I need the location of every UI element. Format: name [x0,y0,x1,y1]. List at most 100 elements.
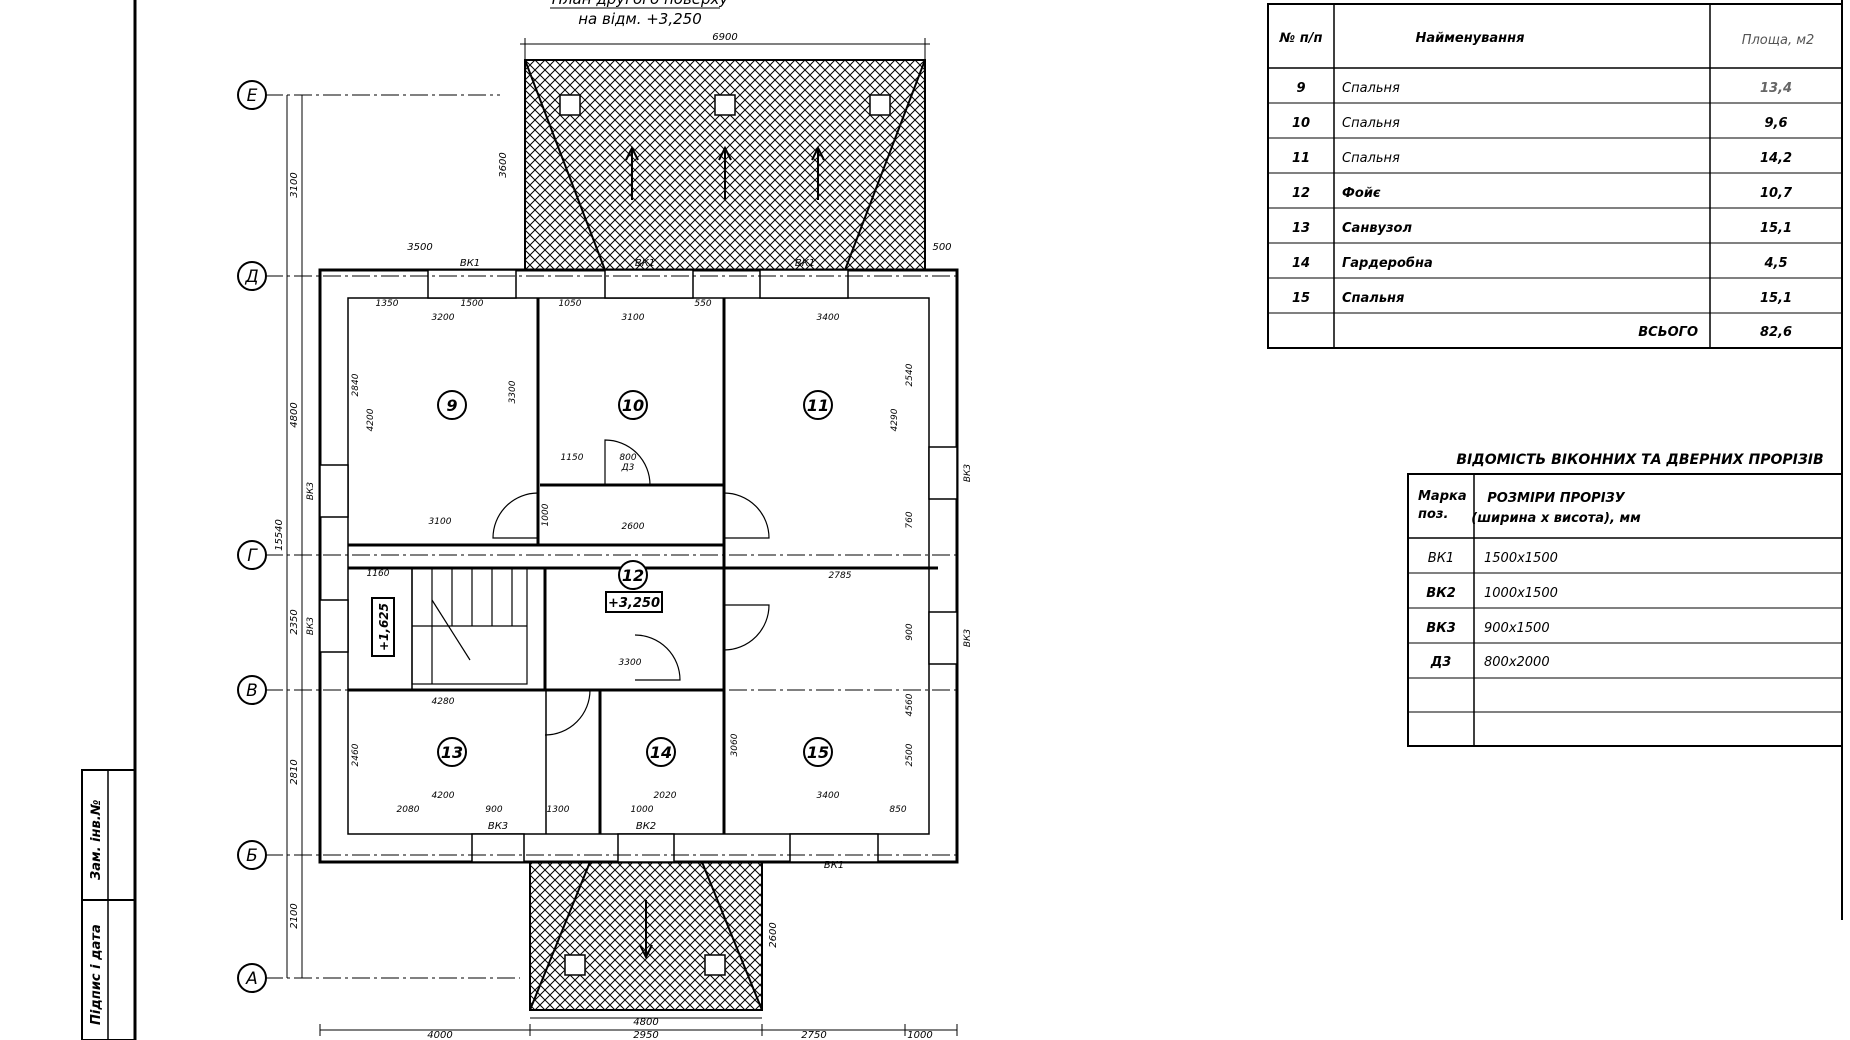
dim-room-4: 3100 [429,517,452,527]
dim-room-0: 3200 [432,313,455,323]
openings-row-size: 1500x1500 [1484,551,1558,566]
dim-roof-bottom: 2600 [768,922,779,947]
axis-label-e: Е [247,86,258,106]
dim-room-2: 3400 [817,313,840,323]
dim-room-26: 2540 [905,363,915,386]
openings-title: ВІДОМІСТЬ ВІКОННИХ ТА ДВЕРНИХ ПРОРІЗІВ [1456,452,1823,468]
rooms-row-name: Спальня [1342,291,1404,306]
foyer-level-mark: +3,250 [605,591,663,613]
dim-room-10: 3400 [817,791,840,801]
mark-top-1: ВК1 [460,258,480,269]
roof-upper: 3600 [498,59,926,271]
room-number-13: 13 [441,743,463,762]
mark-side-4: ВК3 [963,629,973,648]
dim-room-24: 4200 [366,408,376,431]
rooms-row-area: 13,4 [1760,81,1792,96]
mark-bottom-2: ВК2 [636,821,656,832]
dim-bottom-3: 2750 [801,1030,826,1040]
dim-room-7: 3300 [619,658,642,668]
rooms-row-area: 14,2 [1760,151,1792,166]
roof-lower: 2600 [529,861,779,1011]
mark-side-3: ВК3 [963,464,973,483]
dim-room-31: 2460 [351,743,361,766]
rooms-row-name: Спальня [1342,116,1400,131]
dim-roof-top: 3600 [498,152,509,177]
dim-room-22: 850 [889,805,906,815]
openings-row-size: 900x1500 [1484,621,1550,636]
dim-room-23: 2840 [351,373,361,396]
dim-room-17: 1160 [367,569,390,579]
rooms-row-n: 10 [1292,116,1310,131]
rooms-row-name: Гардеробна [1342,256,1433,271]
dim-room-25: 3300 [508,380,518,403]
dim-room-34: 900 [905,623,915,640]
dim-bottom-4: 1000 [907,1030,932,1040]
dim-room-1: 3100 [622,313,645,323]
rooms-total-label: ВСЬОГО [1638,325,1698,340]
dim-room-9: 2020 [654,791,677,801]
axis-label-b: Б [246,846,258,866]
mark-bottom-3: ВК1 [824,860,844,871]
rooms-col-area: Площа, м2 [1742,33,1815,48]
dim-left-2: 4800 [289,402,300,427]
rooms-table [1267,3,1843,349]
axis-label-a: А [245,969,258,989]
dim-room-8: 4280 [432,697,455,707]
rooms-row-n: 13 [1292,221,1310,236]
rooms-row-n: 11 [1292,151,1310,166]
axis-label-v: В [246,681,258,701]
room-number-9: 9 [446,396,457,415]
stamp-sign-label: Підпис і дата [89,924,104,1025]
rooms-row-name: Санвузол [1342,221,1412,236]
doors [492,439,770,736]
dim-left-5: 2100 [289,903,300,928]
dim-room-29: 3060 [730,733,740,756]
dim-room-20: 2080 [397,805,420,815]
stamp-inv-label: Зам. інв.№ [89,799,104,880]
dim-room-19: 1300 [547,805,570,815]
rooms-row-n: 12 [1292,186,1310,201]
rooms-row-area: 15,1 [1760,221,1792,236]
rooms-row-name: Спальня [1342,81,1400,96]
rooms-col-name: Найменування [1416,31,1525,46]
dim-room-32: 1000 [541,503,551,526]
mark-top-3: ВК1 [795,258,815,269]
dim-room-15: 800 [619,453,636,463]
openings-row-mark: ВК1 [1428,551,1454,566]
dim-room-30: 2500 [905,743,915,766]
dim-room-28: 4560 [905,693,915,716]
mark-side-1: ВК3 [306,482,316,501]
rooms-row-area: 10,7 [1760,186,1793,201]
dim-top-2: 500 [932,242,951,253]
axis-markers [237,80,267,993]
openings-size-header-2: (ширина x висота), мм [1471,511,1641,526]
plan-title-line1: План другого поверху [552,0,730,8]
dim-top-1: 3500 [407,242,432,253]
mark-bottom-1: ВК3 [488,821,508,832]
rooms-row-name: Спальня [1342,151,1400,166]
dim-room-12: 1350 [376,299,399,309]
mark-top-2: ВК1 [635,258,655,269]
rooms-row-area: 4,5 [1763,256,1787,271]
axis-label-d: Д [244,267,258,287]
dim-room-11: 1500 [461,299,484,309]
rooms-row-n: 15 [1292,291,1310,306]
top-dimension: 6900 [520,32,930,60]
room-number-10: 10 [622,396,644,415]
room-markers [437,390,833,767]
staircase [411,567,528,685]
dim-bottom-2: 2950 [633,1030,658,1040]
windows [319,269,958,863]
dim-room-3: 4200 [432,791,455,801]
rooms-row-area: 9,6 [1764,116,1787,131]
room-number-12: 12 [622,566,644,585]
bottom-dimensions [319,1017,958,1036]
openings-mark-header-2: поз. [1418,507,1448,522]
axis-label-g: Г [247,546,258,566]
dim-room-16: 1150 [561,453,584,463]
openings-size-header-1: РОЗМІРИ ПРОРІЗУ [1487,491,1626,506]
dim-room-6: 2785 [829,571,852,581]
plan-title: План другого поверху на відм. +3,250 [550,0,729,28]
dim-room-14: 550 [694,299,711,309]
